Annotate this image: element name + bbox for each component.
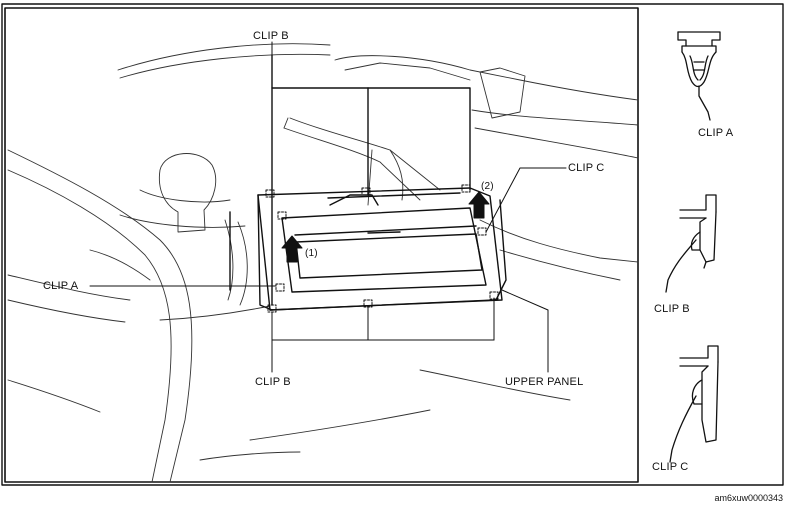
clip-a-detail bbox=[677, 31, 721, 121]
clip-b-detail bbox=[665, 194, 717, 293]
clip-marker-a-lower bbox=[275, 283, 285, 292]
label-upper-panel: UPPER PANEL bbox=[505, 376, 584, 388]
clip-marker-c-top bbox=[461, 184, 471, 193]
label-step-1: (1) bbox=[305, 248, 318, 259]
detail-label-clip-a: CLIP A bbox=[698, 127, 734, 139]
arrow-step-1 bbox=[281, 235, 303, 263]
clip-marker-a-upper bbox=[277, 211, 287, 220]
leader-lines bbox=[89, 41, 567, 373]
figure-id: am6xuw0000343 bbox=[714, 493, 783, 503]
main-illustration-frame bbox=[4, 7, 639, 483]
label-clip-c: CLIP C bbox=[568, 162, 605, 174]
clip-marker-b-top-left bbox=[265, 189, 275, 198]
detail-label-clip-b: CLIP B bbox=[654, 303, 690, 315]
figure-frame bbox=[1, 3, 784, 486]
arrow-step-2 bbox=[468, 191, 490, 219]
vehicle-interior-sketch bbox=[7, 43, 639, 483]
clip-marker-c-right bbox=[477, 227, 487, 236]
clip-markers bbox=[265, 184, 499, 313]
detail-label-clip-c: CLIP C bbox=[652, 461, 689, 473]
label-clip-a: CLIP A bbox=[43, 280, 79, 292]
upper-panel-assembly bbox=[229, 54, 507, 311]
label-clip-b-bottom: CLIP B bbox=[255, 376, 291, 388]
label-step-2: (2) bbox=[481, 181, 494, 192]
label-clip-b-top: CLIP B bbox=[253, 30, 289, 42]
clip-c-detail bbox=[669, 345, 719, 463]
clip-marker-b-top-mid bbox=[361, 187, 371, 196]
